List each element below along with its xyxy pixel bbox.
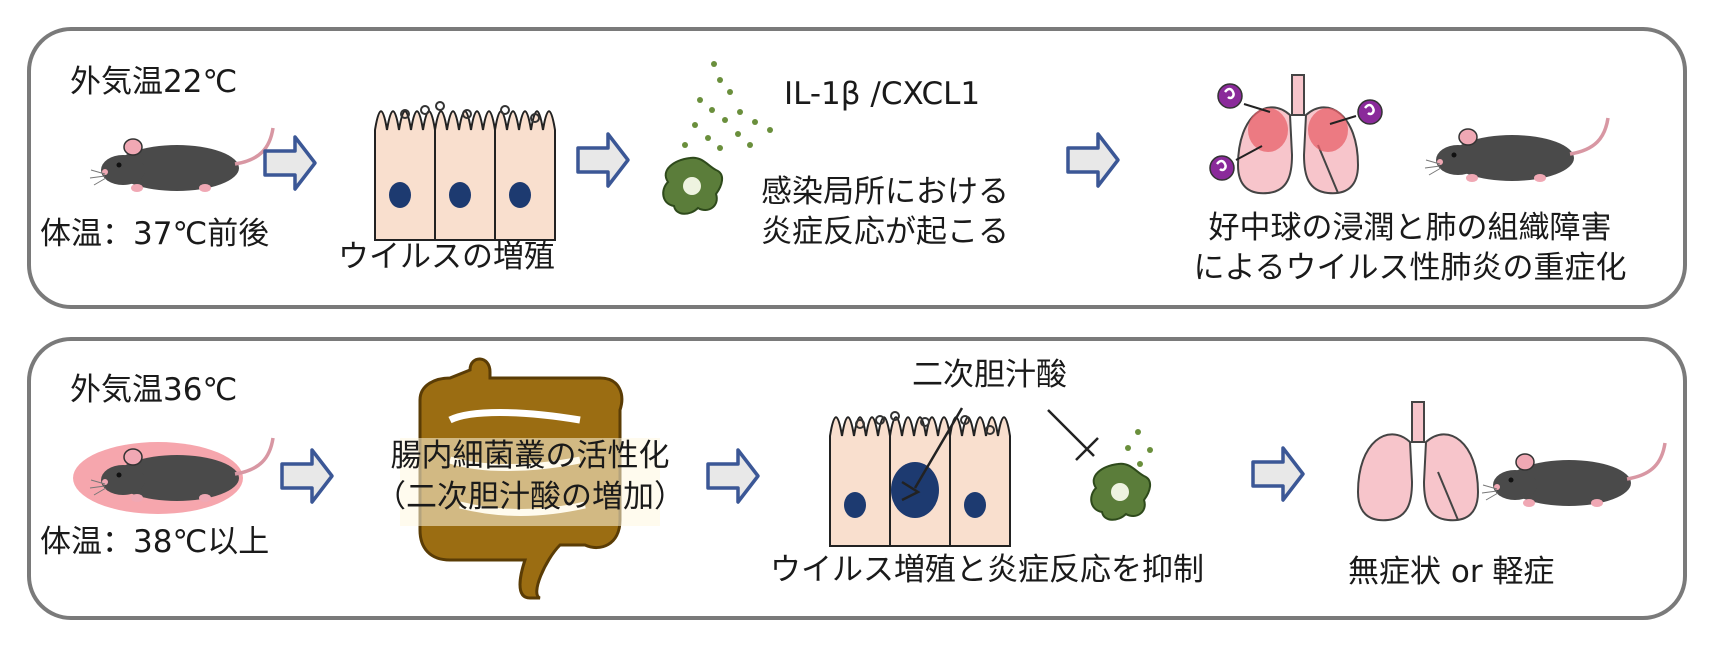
microbiota-line1: 腸内細菌叢の活性化 (390, 438, 670, 474)
intestine-icon (400, 357, 660, 600)
secretion-dots-icon (682, 61, 773, 151)
inhibition-arrow-icon (1047, 409, 1099, 461)
arrow-right-icon (263, 135, 317, 191)
arrow-right-icon (1251, 446, 1305, 502)
inflamed-lungs-icon (1237, 74, 1359, 195)
virus-replication-label: ウイルスの増殖 (338, 239, 555, 275)
arrow-right-icon (280, 448, 334, 504)
arrow-right-icon (706, 448, 760, 504)
arrow-right-icon (576, 132, 630, 188)
microbiota-line2: （二次胆汁酸の増加） (375, 479, 685, 515)
epithelial-cells-icon (829, 407, 1011, 547)
arrow-right-icon (1066, 132, 1120, 188)
healthy-lungs-icon (1357, 401, 1479, 522)
cytokine-label: IL-1β /CXCL1 (784, 76, 981, 112)
severe-pneumonia-line2: によるウイルス性肺炎の重症化 (1193, 250, 1627, 286)
mouse-icon (88, 126, 275, 194)
body-temp-label: 体温：37℃前後 (40, 216, 270, 252)
local-inflammation-line2: 炎症反応が起こる (761, 214, 1009, 250)
local-inflammation-line1: 感染局所における (761, 174, 1009, 210)
macrophage-icon (662, 156, 724, 215)
severe-pneumonia-line1: 好中球の浸潤と肺の組織障害 (1208, 210, 1612, 246)
epithelial-cells-icon (374, 101, 556, 241)
ambient-temp-label: 外気温22℃ (70, 64, 238, 100)
ambient-temp-label: 外気温36℃ (70, 372, 238, 408)
body-temp-label: 体温：38℃以上 (40, 524, 270, 560)
outcome-label: 無症状 or 軽症 (1348, 554, 1555, 590)
bile-acid-label: 二次胆汁酸 (912, 357, 1067, 393)
mouse-icon (1423, 116, 1610, 184)
neutrophil-icon (1208, 82, 1384, 182)
suppression-label: ウイルス増殖と炎症反応を抑制 (770, 552, 1204, 588)
macrophage-icon (1090, 462, 1152, 521)
mouse-icon (1480, 441, 1667, 509)
